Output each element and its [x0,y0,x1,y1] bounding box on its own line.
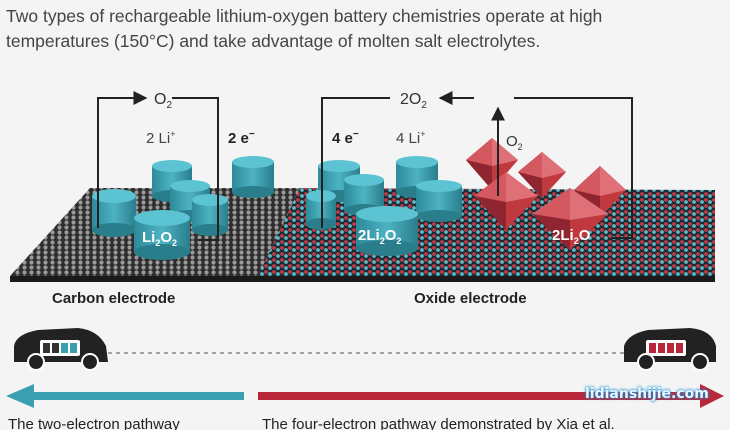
right-car-icon [624,328,716,371]
right-o2-label: O2 [506,133,523,152]
crystal [532,188,608,250]
left-li2o2-deposits [92,156,274,260]
crystal [474,172,538,230]
cylinder [356,206,418,256]
crystal [574,166,626,218]
cylinder [192,194,228,236]
four-electron-text: The four-electron pathway demonstrated b… [262,416,615,430]
cylinder [134,210,190,260]
right-electrons-label: 4 e− [332,129,359,147]
carbon-electrode-label: Carbon electrode [52,290,175,307]
left-product-label: Li2O2 [142,229,177,248]
right-reaction-loop [321,91,633,239]
two-electron-text: The two-electron pathway [8,416,180,430]
caption-line-1: Two types of rechargeable lithium-oxygen… [6,6,603,26]
right-product-li2o2-label: 2Li2O2 [358,227,401,246]
four-electron-arrow [258,384,724,408]
cylinder [92,189,136,237]
right-product-li2o-label: 2Li2O [552,227,591,246]
right-gas-label: 2O2 [400,91,427,111]
cylinder [232,156,274,198]
left-reaction-loop [97,91,219,241]
caption: Two types of rechargeable lithium-oxygen… [6,4,726,54]
left-gas-label: O2 [154,91,172,111]
left-electrons-label: 2 e− [228,129,255,147]
oxide-electrode-label: Oxide electrode [414,290,527,307]
left-car-icon [14,328,108,371]
watermark: lidianshijie.com [585,386,709,402]
crystal [518,152,566,198]
caption-line-2: temperatures (150°C) and take advantage … [6,31,541,51]
two-electron-arrow [6,384,244,408]
left-li-ions-label: 2 Li+ [146,129,175,147]
cylinder [416,180,462,222]
right-li-ions-label: 4 Li+ [396,129,425,147]
